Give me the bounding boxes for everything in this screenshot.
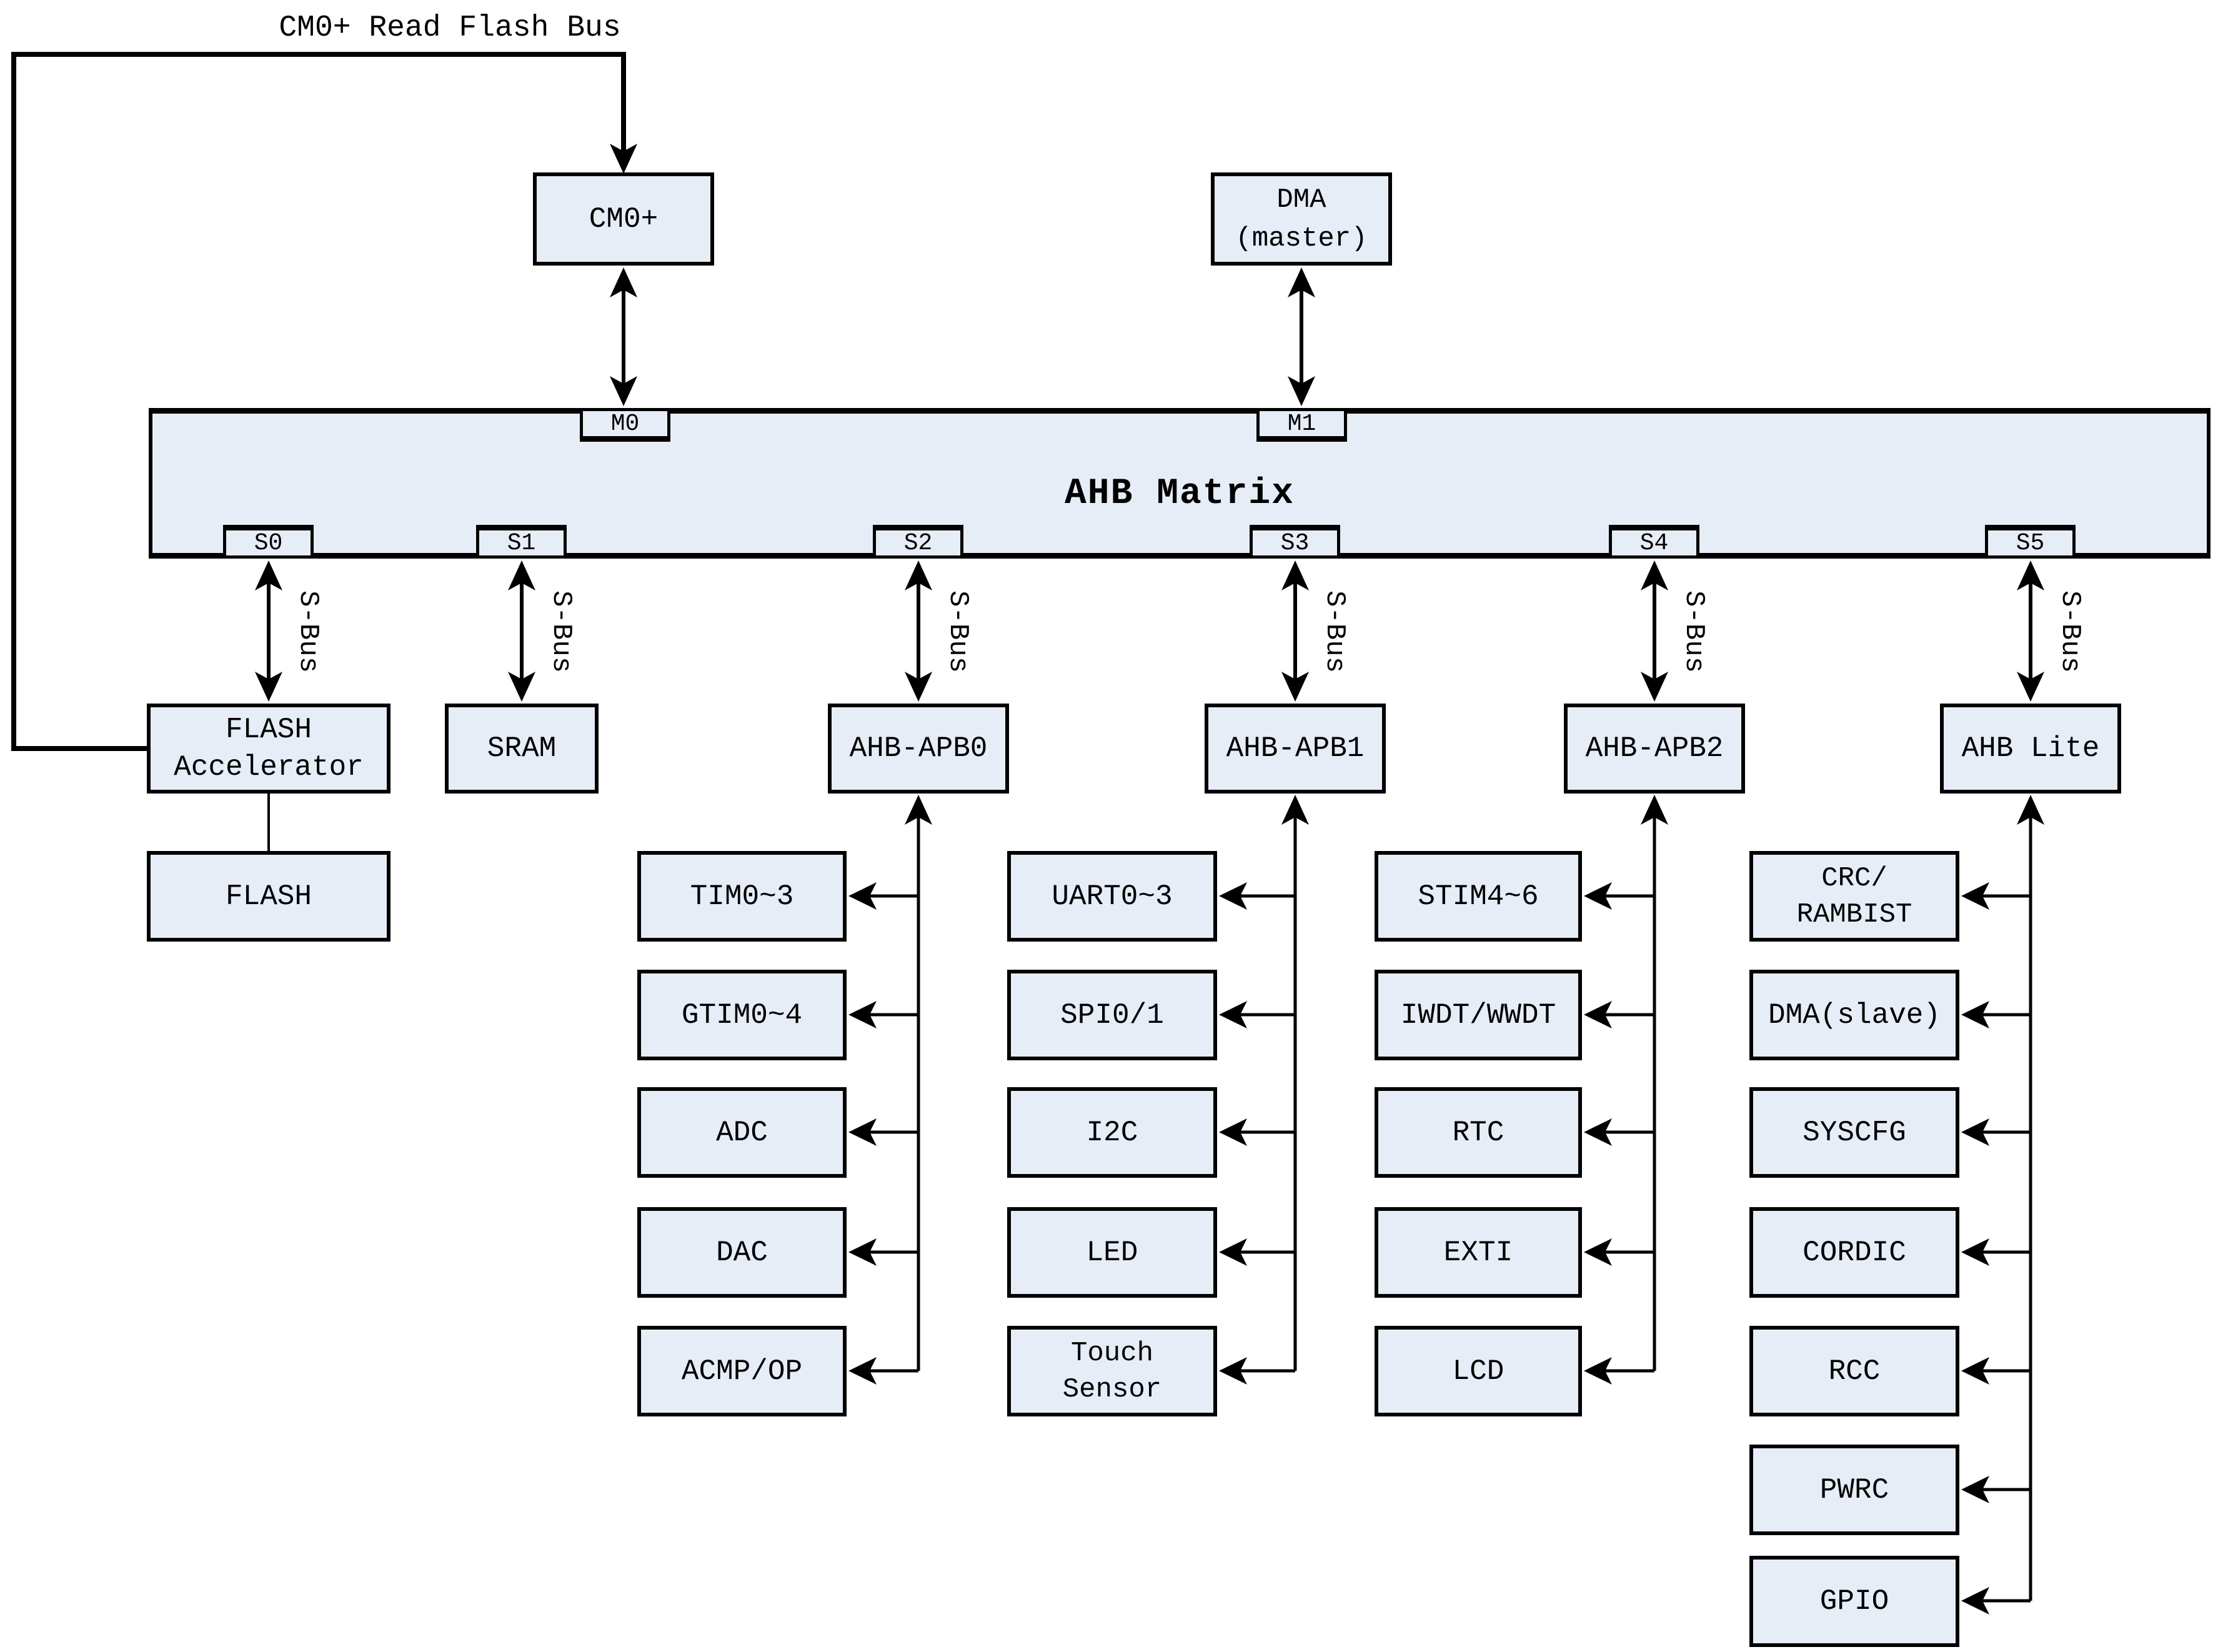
peripheral-pwrc: PWRC <box>1749 1445 1959 1535</box>
peripheral-lcd: LCD <box>1375 1326 1582 1416</box>
ahb-matrix: AHB Matrix <box>149 408 2211 559</box>
cm0-matrix-arrow <box>610 267 637 406</box>
peripheral-stim4-6: STIM4~6 <box>1375 851 1582 942</box>
sram-box: SRAM <box>445 704 599 794</box>
peripheral-adc: ADC <box>637 1087 847 1178</box>
peripheral-tim0-3: TIM0~3 <box>637 851 847 942</box>
dma-master-box: DMA (master) <box>1211 172 1392 266</box>
apb2-trunk <box>1584 795 1668 1385</box>
sbus-arrow-s2 <box>905 560 932 702</box>
sbus-arrow-s0 <box>255 560 282 702</box>
peripheral-iwdt-wwdt: IWDT/WWDT <box>1375 970 1582 1060</box>
peripheral-exti: EXTI <box>1375 1207 1582 1298</box>
peripheral-uart0-3: UART0~3 <box>1007 851 1217 942</box>
peripheral-rcc: RCC <box>1749 1326 1959 1416</box>
ahb-apb0-bridge-box: AHB-APB0 <box>828 704 1009 794</box>
sbus-label-s0: S-Bus <box>292 590 324 674</box>
flash-box: FLASH <box>147 851 390 942</box>
sbus-label-s1: S-Bus <box>545 590 577 674</box>
ahb-apb2-bridge-box: AHB-APB2 <box>1564 704 1745 794</box>
read-flash-bus-arrowhead <box>610 144 637 174</box>
peripheral-cordic: CORDIC <box>1749 1207 1959 1298</box>
sbus-arrow-s1 <box>508 560 535 702</box>
ahb-matrix-title: AHB Matrix <box>1064 474 1295 514</box>
apb0-trunk <box>848 795 932 1385</box>
matrix-port-m0: M0 <box>580 408 670 442</box>
peripheral-led: LED <box>1007 1207 1217 1298</box>
matrix-port-m1: M1 <box>1256 408 1347 442</box>
peripheral-dma-slave: DMA(slave) <box>1749 970 1959 1060</box>
peripheral-i2c: I2C <box>1007 1087 1217 1178</box>
peripheral-syscfg: SYSCFG <box>1749 1087 1959 1178</box>
matrix-port-s2: S2 <box>873 525 963 559</box>
sbus-label-s3: S-Bus <box>1319 590 1350 674</box>
peripheral-gpio: GPIO <box>1749 1556 1959 1647</box>
matrix-port-s0: S0 <box>223 525 314 559</box>
sbus-arrow-s5 <box>2017 560 2044 702</box>
peripheral-spi0-1: SPI0/1 <box>1007 970 1217 1060</box>
matrix-port-s3: S3 <box>1250 525 1340 559</box>
sbus-label-s2: S-Bus <box>942 590 973 674</box>
dma-matrix-arrow <box>1288 267 1315 406</box>
sbus-label-s5: S-Bus <box>2054 590 2086 674</box>
sbus-label-s4: S-Bus <box>1678 590 1709 674</box>
sbus-arrow-s3 <box>1281 560 1309 702</box>
matrix-port-s5: S5 <box>1985 525 2076 559</box>
matrix-port-s4: S4 <box>1609 525 1699 559</box>
ahb-apb1-bridge-box: AHB-APB1 <box>1205 704 1386 794</box>
read-flash-bus-label: CM0+ Read Flash Bus <box>279 11 621 45</box>
read-flash-bus-line <box>11 52 626 751</box>
ahb-lite-bridge-box: AHB Lite <box>1940 704 2121 794</box>
peripheral-touch-sensor: Touch Sensor <box>1007 1326 1217 1416</box>
flash-accelerator-box: FLASH Accelerator <box>147 704 390 794</box>
ahb-lite-trunk <box>1961 795 2044 1615</box>
apb1-trunk <box>1219 795 1309 1385</box>
cm0-box: CM0+ <box>533 172 714 266</box>
peripheral-gtim0-4: GTIM0~4 <box>637 970 847 1060</box>
peripheral-dac: DAC <box>637 1207 847 1298</box>
matrix-port-s1: S1 <box>476 525 567 559</box>
sbus-arrow-s4 <box>1641 560 1668 702</box>
peripheral-crc-rambist: CRC/ RAMBIST <box>1749 851 1959 942</box>
peripheral-acmp-op: ACMP/OP <box>637 1326 847 1416</box>
peripheral-rtc: RTC <box>1375 1087 1582 1178</box>
